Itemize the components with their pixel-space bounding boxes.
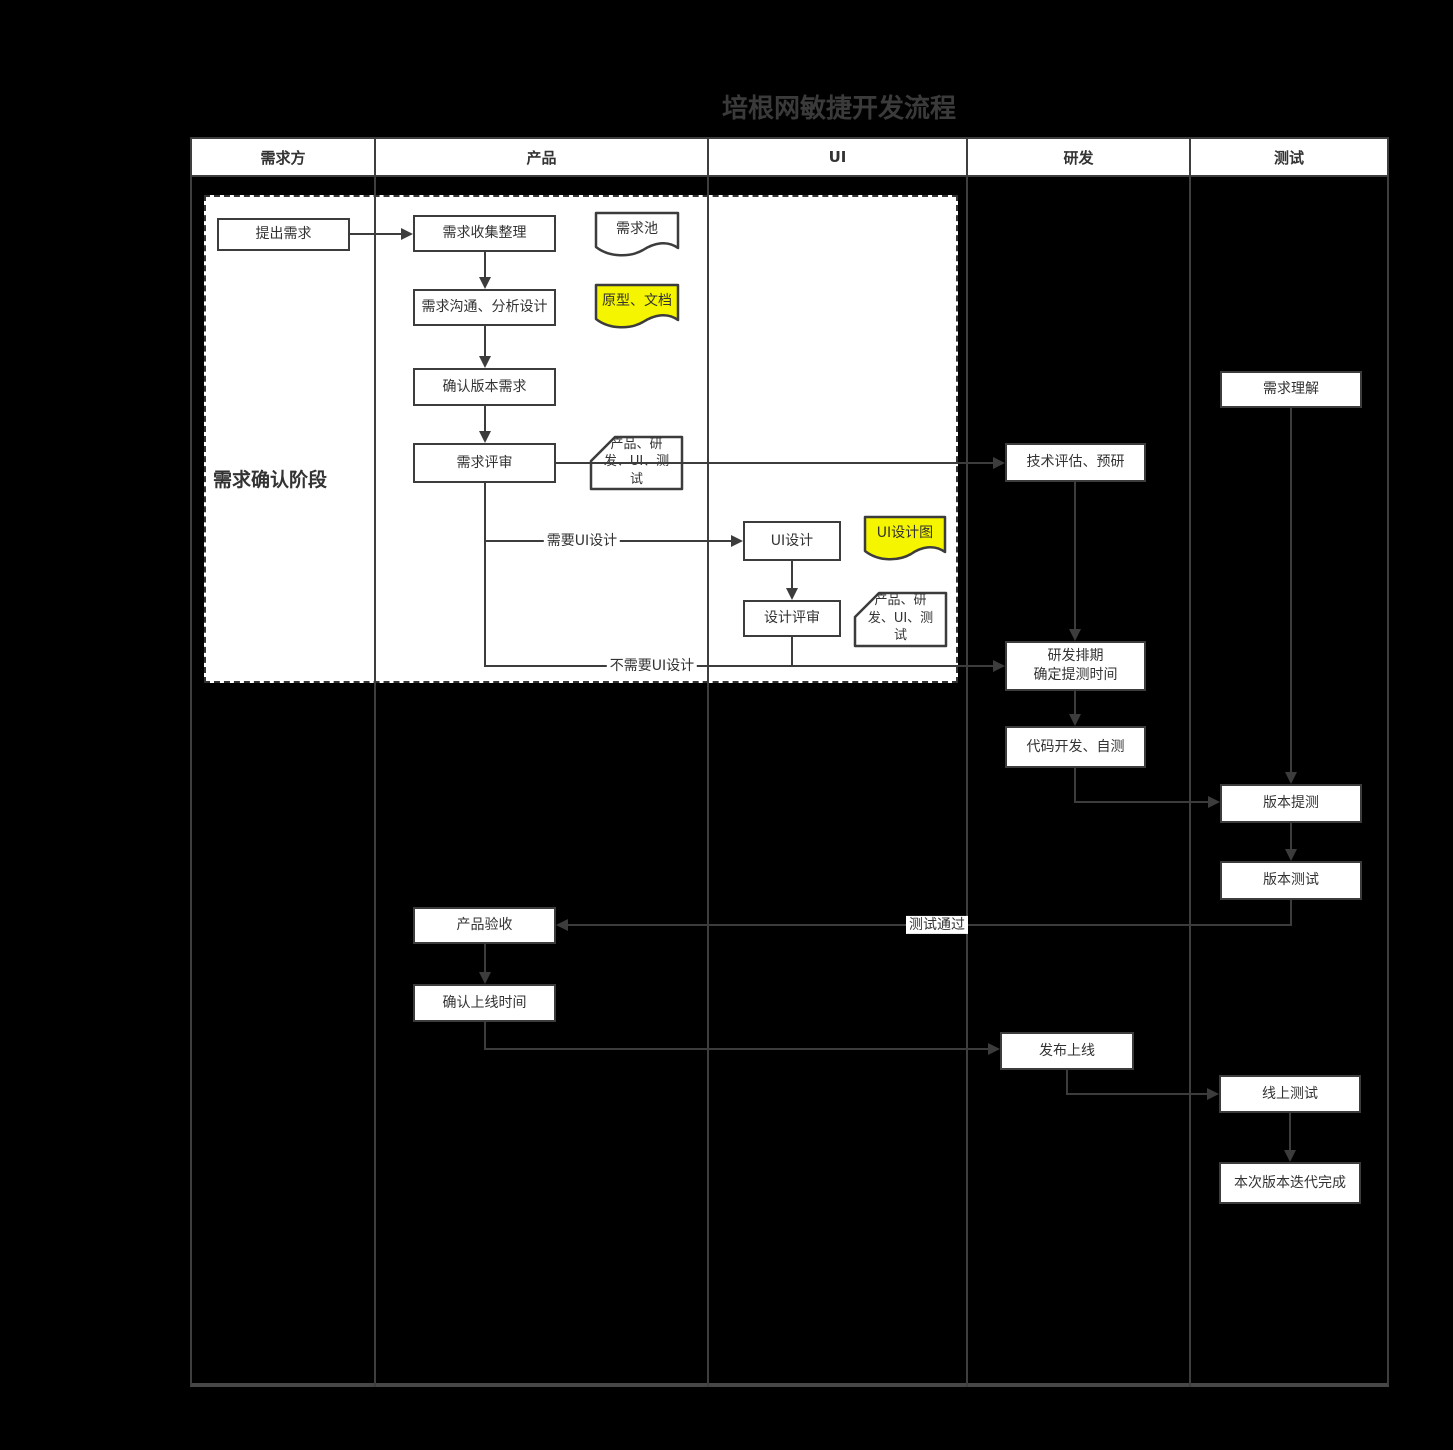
arrowhead-icon [1069, 629, 1081, 641]
connector-line [484, 1022, 486, 1050]
doc-label: 需求池 [616, 221, 658, 237]
connector-line [484, 483, 486, 667]
doc-label: 原型、文档 [602, 293, 672, 309]
swimlane-header-row: 需求方 产品 UI 研发 测试 [190, 137, 1389, 177]
arrowhead-icon [1285, 849, 1297, 861]
arrowhead-icon [401, 228, 413, 240]
edge-label-test-pass: 测试通过 [906, 915, 968, 935]
diagram-title: 培根网敏捷开发流程 [721, 94, 957, 124]
arrowhead-icon [479, 356, 491, 368]
connector-line [484, 326, 486, 358]
arrowhead-icon [786, 588, 798, 600]
card-label: 产品、研 发、UI、测 试 [604, 436, 669, 487]
connector-line [484, 252, 486, 279]
doc-prototype-document: 原型、文档 [594, 283, 680, 331]
document-shape-icon [863, 515, 947, 561]
arrowhead-icon [1284, 1150, 1296, 1162]
connector-line [1074, 482, 1076, 629]
node-dev-schedule: 研发排期 确定提测时间 [1005, 641, 1146, 691]
arrowhead-icon [479, 972, 491, 984]
arrowhead-icon [993, 457, 1005, 469]
document-shape-icon [594, 283, 680, 329]
connector-line [1290, 823, 1292, 849]
connector-line [484, 406, 486, 433]
node-analyze-design: 需求沟通、分析设计 [413, 289, 556, 326]
edge-label-no-ui: 不需要UI设计 [606, 656, 698, 676]
requirement-confirm-stage-region [204, 195, 958, 683]
lane-header-ui: UI [709, 139, 968, 175]
lane-divider [966, 177, 968, 1387]
connector-line [791, 561, 793, 588]
node-confirm-version: 确认版本需求 [413, 368, 556, 406]
node-propose-requirement: 提出需求 [217, 218, 350, 251]
connector-line [484, 665, 993, 667]
arrowhead-icon [1069, 714, 1081, 726]
connector-line [1066, 1093, 1207, 1095]
document-shape-icon [594, 211, 680, 257]
arrowhead-icon [479, 277, 491, 289]
node-release: 发布上线 [1000, 1032, 1134, 1070]
doc-requirement-pool: 需求池 [594, 211, 680, 259]
node-collect-requirements: 需求收集整理 [413, 215, 556, 252]
stage-label: 需求确认阶段 [213, 469, 328, 491]
node-design-review: 设计评审 [743, 600, 841, 637]
connector-line [1074, 801, 1208, 803]
arrowhead-icon [731, 535, 743, 547]
node-ui-design: UI设计 [743, 521, 841, 561]
lane-header-test: 测试 [1191, 139, 1387, 175]
arrowhead-icon [1207, 1088, 1219, 1100]
connector-line [1289, 1113, 1291, 1150]
node-requirement-review: 需求评审 [413, 443, 556, 483]
lane-header-requester: 需求方 [192, 139, 376, 175]
connector-line [1290, 408, 1292, 772]
lane-header-dev: 研发 [968, 139, 1191, 175]
node-version-test: 版本测试 [1220, 861, 1362, 900]
node-tech-eval: 技术评估、预研 [1005, 443, 1146, 482]
connector-line [484, 944, 486, 972]
edge-label-need-ui: 需要UI设计 [543, 531, 621, 551]
connector-line [484, 1048, 988, 1050]
connector-line [556, 462, 993, 464]
node-iteration-done: 本次版本迭代完成 [1219, 1162, 1361, 1204]
connector-line [1074, 691, 1076, 714]
connector-line [350, 233, 403, 235]
doc-label: UI设计图 [876, 525, 934, 541]
lane-divider [707, 177, 709, 1387]
lane-divider [374, 177, 376, 1387]
lane-divider [1189, 177, 1191, 1387]
arrowhead-icon [1285, 772, 1297, 784]
card-label: 产品、研 发、UI、测 试 [867, 593, 934, 644]
node-confirm-launch-time: 确认上线时间 [413, 984, 556, 1022]
card-shape-icon [853, 591, 948, 648]
arrowhead-icon [556, 919, 568, 931]
node-coding-selftest: 代码开发、自测 [1005, 726, 1146, 768]
node-product-acceptance: 产品验收 [413, 907, 556, 944]
node-submit-for-test: 版本提测 [1220, 784, 1362, 823]
arrowhead-icon [993, 660, 1005, 672]
connector-line [1066, 1070, 1068, 1095]
connector-line [1074, 768, 1076, 803]
doc-ui-mockup: UI设计图 [863, 515, 947, 563]
arrowhead-icon [988, 1043, 1000, 1055]
node-online-test: 线上测试 [1219, 1075, 1361, 1113]
card-design-review-members: 产品、研 发、UI、测 试 [853, 591, 948, 648]
connector-line [791, 637, 793, 667]
lane-header-product: 产品 [376, 139, 709, 175]
arrowhead-icon [1208, 796, 1220, 808]
arrowhead-icon [479, 431, 491, 443]
connector-line [1290, 900, 1292, 926]
node-understand-requirement: 需求理解 [1220, 371, 1362, 408]
